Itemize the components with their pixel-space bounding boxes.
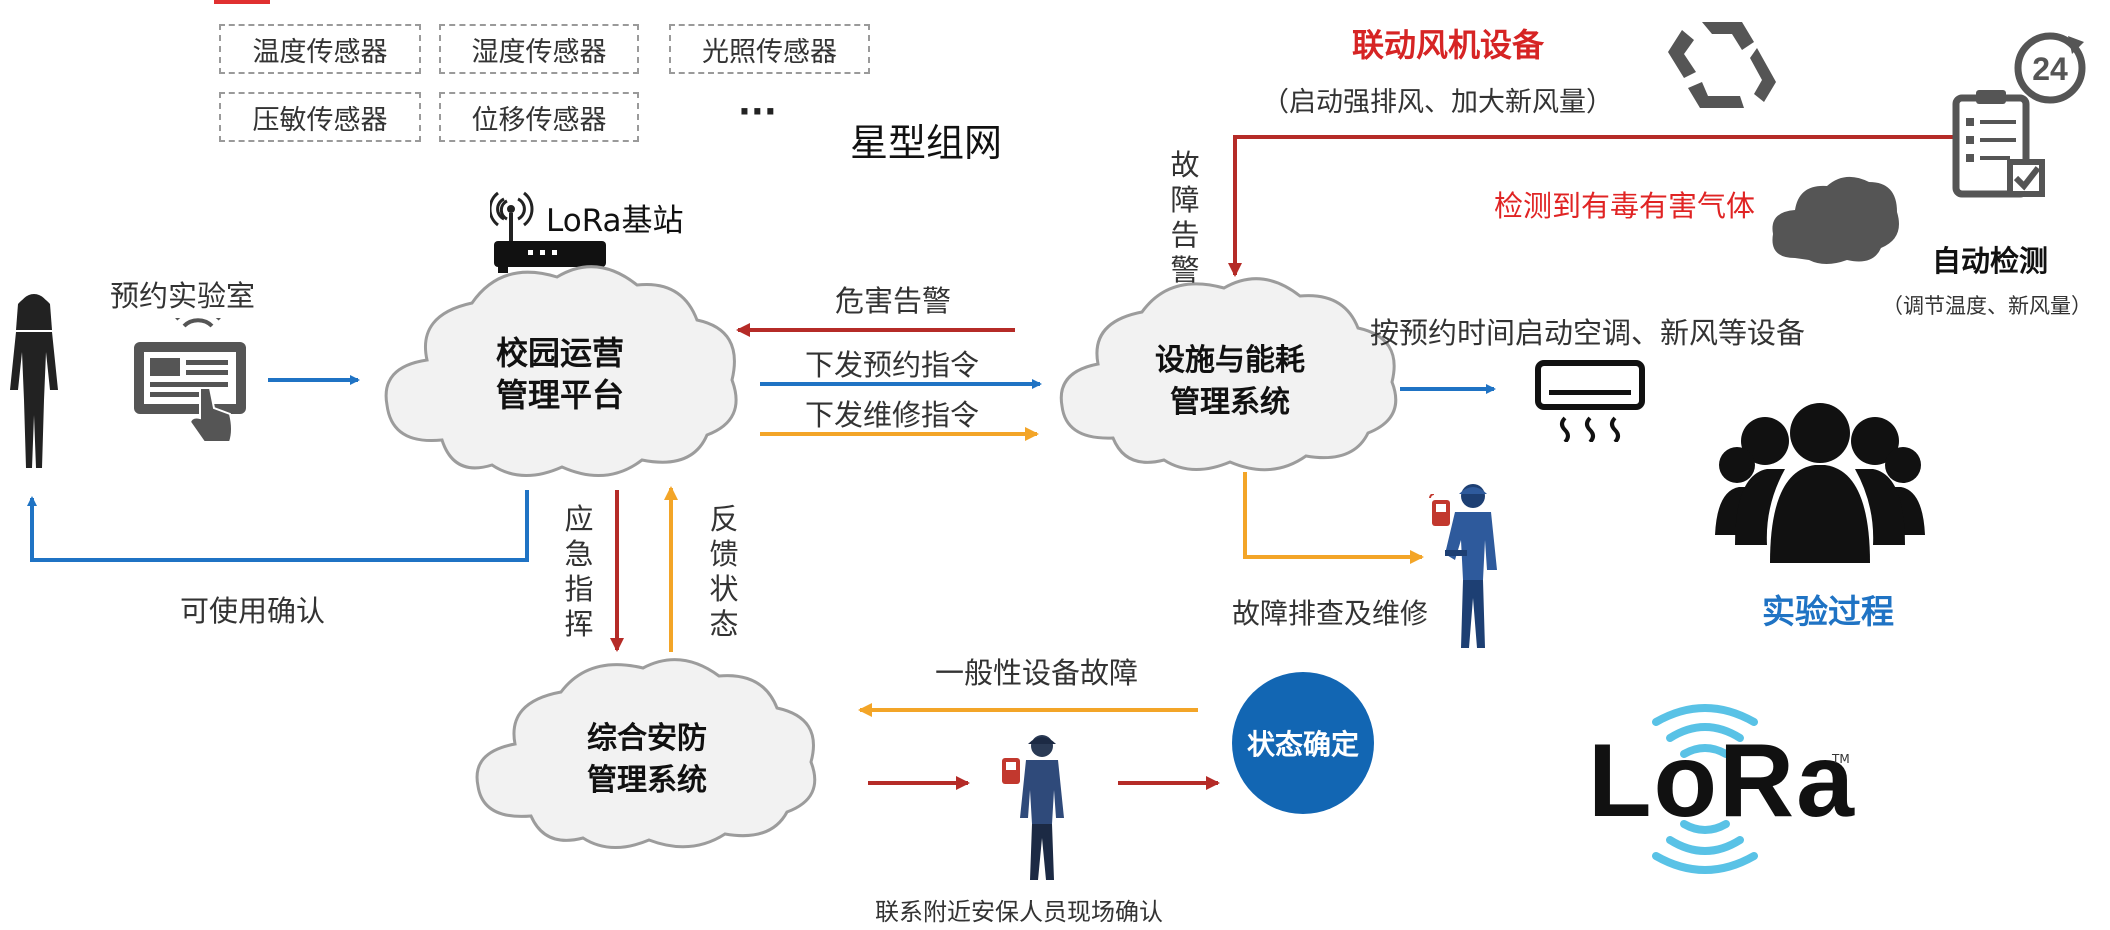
fan-linkage-subtitle: （启动强排风、加大新风量） — [1262, 87, 1613, 118]
contact-guard-label: 联系附近安保人员现场确认 — [875, 898, 1163, 926]
gas-cloud-icon — [1772, 176, 1899, 264]
sensor-light: 光照传感器 — [669, 24, 870, 74]
hazard-alarm-label: 危害告警 — [835, 284, 952, 318]
feedback-char-1: 反 — [709, 502, 739, 536]
feedback-char-2: 馈 — [709, 537, 739, 571]
clipboard-24h-icon: 24 — [1952, 32, 2086, 198]
security-cloud-line1: 综合安防 — [587, 721, 707, 756]
start-devices-label: 按预约时间启动空调、新风等设备 — [1370, 316, 1806, 350]
facility-system-cloud[interactable] — [1048, 268, 1408, 486]
send-repair-label: 下发维修指令 — [805, 398, 980, 432]
lora-base-station-icon — [490, 191, 606, 273]
people-group-icon — [1715, 403, 1925, 563]
fault-char-2: 障 — [1170, 183, 1200, 217]
facility-cloud-title: 设施与能耗 管理系统 — [1135, 340, 1325, 424]
emergency-command-label: 应 急 指 挥 — [563, 502, 595, 642]
reserve-lab-label: 预约实验室 — [110, 279, 256, 313]
emergency-char-4: 挥 — [564, 607, 594, 641]
experiment-process-label: 实验过程 — [1762, 592, 1894, 631]
fault-char-3: 告 — [1170, 218, 1200, 252]
repair-worker-icon — [1445, 484, 1497, 648]
recycle-icon — [1668, 22, 1776, 108]
sensor-humidity: 湿度传感器 — [439, 24, 639, 74]
troubleshoot-label: 故障排查及维修 — [1232, 597, 1429, 630]
arrow-troubleshoot — [1243, 472, 1424, 564]
security-system-cloud[interactable] — [463, 650, 831, 862]
sensor-temperature: 温度传感器 — [219, 24, 421, 74]
fault-alarm-label: 故 障 告 警 — [1169, 148, 1201, 288]
clock-24-text: 24 — [2032, 51, 2068, 87]
facility-cloud-line2: 管理系统 — [1170, 385, 1290, 420]
sensor-ellipsis: ··· — [738, 92, 777, 132]
woman-user-icon — [10, 294, 58, 468]
sensor-displacement: 位移传感器 — [439, 92, 639, 142]
usable-confirm-label: 可使用确认 — [180, 594, 326, 628]
fault-char-4: 警 — [1170, 253, 1200, 287]
auto-detect-title: 自动检测 — [1932, 244, 2049, 278]
tablet-touch-icon[interactable] — [130, 318, 250, 443]
facility-cloud-line1: 设施与能耗 — [1155, 343, 1305, 378]
emergency-char-3: 指 — [564, 572, 594, 606]
sensor-legend-fragment — [214, 0, 270, 4]
security-guard-icon — [1020, 735, 1064, 880]
status-confirm-label: 状态确定 — [1246, 728, 1359, 761]
arrow-fault-alarm — [1228, 135, 1955, 277]
emergency-char-1: 应 — [564, 502, 594, 536]
feedback-char-4: 态 — [709, 607, 739, 641]
fault-char-1: 故 — [1170, 148, 1200, 182]
security-cloud-line2: 管理系统 — [587, 763, 707, 798]
campus-platform-cloud[interactable] — [372, 255, 747, 495]
lora-station-label: LoRa基站 — [546, 203, 684, 239]
lora-logo-tm: TM — [1832, 752, 1850, 766]
general-fault-label: 一般性设备故障 — [935, 656, 1139, 690]
feedback-char-3: 状 — [709, 572, 739, 606]
auto-detect-subtitle: （调节温度、新风量） — [1882, 294, 2092, 318]
campus-cloud-line2: 管理平台 — [495, 376, 624, 414]
emergency-char-2: 急 — [564, 537, 594, 571]
arrow-confirm-to-user — [27, 490, 529, 562]
sensor-pressure: 压敏传感器 — [219, 92, 421, 142]
fan-linkage-title: 联动风机设备 — [1352, 26, 1545, 64]
campus-cloud-line1: 校园运营 — [495, 334, 624, 372]
feedback-status-label: 反 馈 状 态 — [708, 502, 740, 642]
phone-icon — [1429, 494, 1450, 526]
status-confirm-circle[interactable]: 状态确定 — [1232, 672, 1374, 814]
send-reservation-label: 下发预约指令 — [805, 348, 980, 382]
guard-phone-icon — [1002, 758, 1020, 784]
air-conditioner-icon — [1535, 360, 1645, 442]
lora-logo-text: LoRa — [1588, 723, 1856, 839]
lora-logo-icon — [1652, 704, 1758, 874]
security-cloud-title: 综合安防 管理系统 — [552, 718, 742, 802]
star-network-label: 星型组网 — [850, 121, 1003, 165]
campus-cloud-title: 校园运营 管理平台 — [470, 332, 650, 416]
toxic-gas-label: 检测到有毒有害气体 — [1494, 189, 1756, 223]
